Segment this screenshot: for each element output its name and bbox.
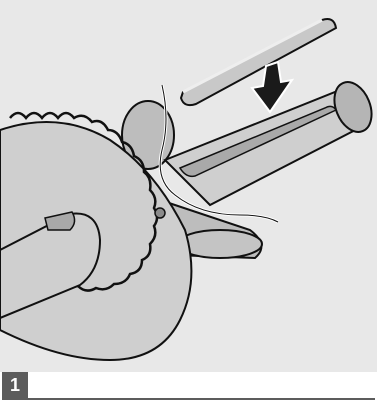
step-number-badge: 1: [2, 372, 28, 398]
figure-background-bottom: [28, 372, 377, 398]
set-screw-icon: [155, 208, 165, 218]
